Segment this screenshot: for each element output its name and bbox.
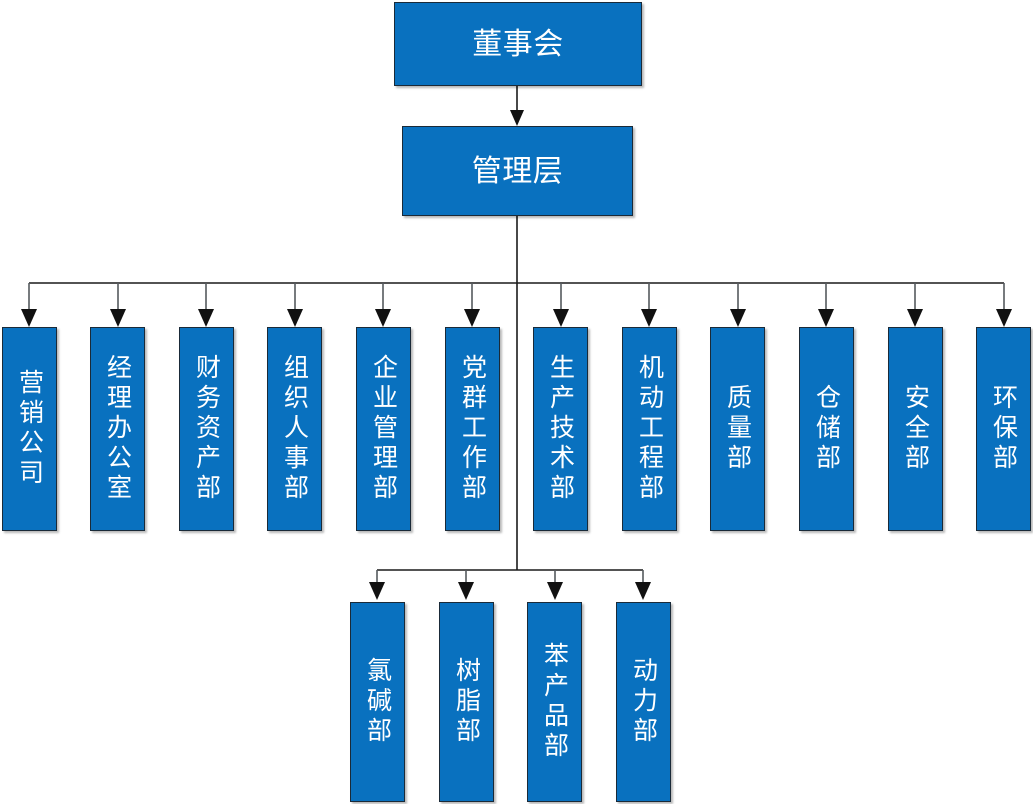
node-dept-6[interactable]: 党群工作部 — [445, 327, 500, 531]
node-dept-5[interactable]: 企业管理部 — [356, 327, 411, 531]
arrow-head-dept-4 — [287, 309, 303, 327]
arrow-head-dept-12 — [996, 309, 1012, 327]
node-dept-12-label: 环保部 — [989, 384, 1019, 474]
arrow-head-dept-8 — [641, 309, 657, 327]
arrow-head-dept-10 — [818, 309, 834, 327]
node-prod-4-label: 动力部 — [629, 657, 659, 747]
node-dept-8[interactable]: 机动工程部 — [622, 327, 677, 531]
node-dept-12[interactable]: 环保部 — [976, 327, 1031, 531]
node-dept-7-label: 生产技术部 — [546, 354, 576, 504]
arrow-head-dept-5 — [375, 309, 391, 327]
node-dept-6-label: 党群工作部 — [458, 354, 488, 504]
node-dept-7[interactable]: 生产技术部 — [533, 327, 588, 531]
node-board-label: 董事会 — [472, 26, 564, 62]
arrow-head-dept-7 — [553, 309, 569, 327]
node-dept-1-label: 营销公司 — [15, 369, 45, 489]
node-prod-1-label: 氯碱部 — [363, 657, 393, 747]
node-dept-8-label: 机动工程部 — [635, 354, 665, 504]
node-dept-3-label: 财务资产部 — [192, 354, 222, 504]
node-prod-2-label: 树脂部 — [452, 657, 482, 747]
arrow-head-prod-1 — [369, 582, 385, 600]
arrow-head-dept-9 — [730, 309, 746, 327]
arrow-head-prod-2 — [458, 582, 474, 600]
node-prod-3[interactable]: 苯产品部 — [527, 602, 582, 802]
arrow-head-dept-6 — [464, 309, 480, 327]
node-prod-4[interactable]: 动力部 — [616, 602, 671, 802]
node-board-of-directors[interactable]: 董事会 — [394, 2, 642, 86]
node-dept-5-label: 企业管理部 — [369, 354, 399, 504]
node-management-label: 管理层 — [471, 153, 564, 189]
node-management[interactable]: 管理层 — [402, 126, 633, 216]
arrow-head-dept-11 — [907, 309, 923, 327]
arrow-head-management — [510, 110, 524, 126]
node-dept-9[interactable]: 质量部 — [710, 327, 765, 531]
node-dept-10-label: 仓储部 — [812, 384, 842, 474]
node-dept-2-label: 经理办公室 — [103, 354, 133, 504]
node-prod-1[interactable]: 氯碱部 — [350, 602, 405, 802]
node-dept-11[interactable]: 安全部 — [888, 327, 943, 531]
node-prod-2[interactable]: 树脂部 — [439, 602, 494, 802]
node-dept-9-label: 质量部 — [723, 384, 753, 474]
node-dept-10[interactable]: 仓储部 — [799, 327, 854, 531]
arrow-head-prod-3 — [547, 582, 563, 600]
node-dept-11-label: 安全部 — [901, 384, 931, 474]
arrow-head-dept-1 — [21, 309, 37, 327]
node-dept-4-label: 组织人事部 — [280, 354, 310, 504]
arrow-head-dept-3 — [198, 309, 214, 327]
arrow-head-dept-2 — [110, 309, 126, 327]
node-dept-3[interactable]: 财务资产部 — [179, 327, 234, 531]
arrow-head-prod-4 — [635, 582, 651, 600]
node-prod-3-label: 苯产品部 — [540, 642, 570, 762]
node-dept-2[interactable]: 经理办公室 — [90, 327, 145, 531]
node-dept-4[interactable]: 组织人事部 — [267, 327, 322, 531]
node-dept-1[interactable]: 营销公司 — [2, 327, 57, 531]
